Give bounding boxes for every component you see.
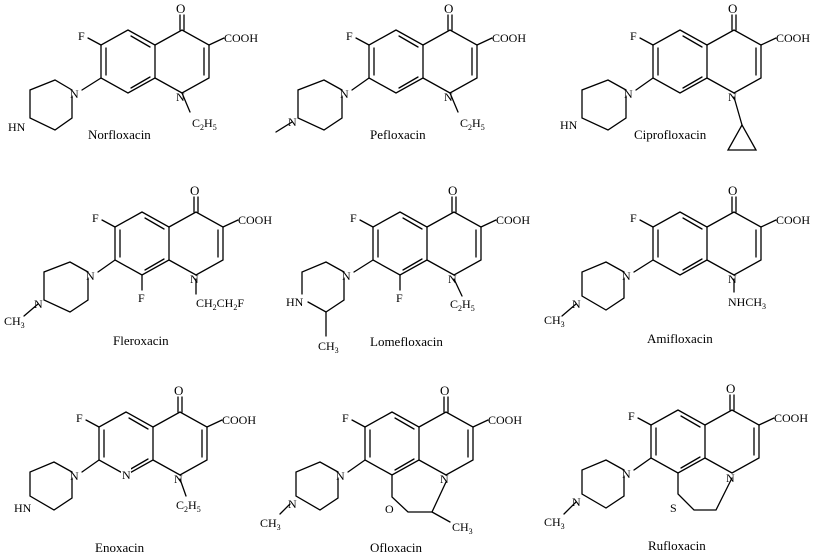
atom-n-pip: N	[622, 269, 631, 283]
pefloxacin-structure: O COOH F N N N C2H5	[275, 1, 526, 133]
atom-o: O	[176, 1, 185, 16]
atom-f: F	[630, 211, 637, 225]
atom-n-methyl: N	[572, 297, 581, 311]
rufloxacin-structure: O COOH F N S N N CH3	[544, 381, 808, 531]
atom-n-ring: N	[174, 472, 183, 486]
compound-name: Norfloxacin	[88, 127, 151, 142]
compound-name: Rufloxacin	[648, 538, 706, 553]
atom-o: O	[726, 381, 735, 396]
atom-n-aza: N	[122, 468, 131, 482]
compound-ciprofloxacin: O COOH F N N HN Ciprofloxacin	[544, 0, 816, 186]
compound-pefloxacin: O COOH F N N N C2H5 Pefloxacin	[272, 0, 544, 186]
lomefloxacin-structure: O COOH F F N N HN CH3 C2H5	[286, 183, 530, 355]
atom-methyl: CH3	[544, 515, 565, 531]
atom-hn: HN	[8, 120, 26, 134]
atom-ethyl: C2H5	[176, 498, 201, 514]
compound-name: Ciprofloxacin	[634, 127, 707, 142]
atom-hn: HN	[286, 295, 304, 309]
atom-cooh: COOH	[496, 213, 530, 227]
atom-n-ring: N	[728, 272, 737, 286]
compound-enoxacin: O COOH F N N N HN C2H5 Enoxacin	[0, 372, 272, 558]
atom-fluoroethyl: CH2CH2F	[196, 296, 244, 312]
atom-n-methyl: N	[288, 497, 297, 511]
atom-methyl-n: CH3	[260, 516, 281, 532]
atom-s: S	[670, 501, 677, 515]
atom-ethyl: C2H5	[192, 116, 217, 132]
atom-o: O	[190, 183, 199, 198]
atom-n-ring: N	[190, 272, 199, 286]
compound-rufloxacin: O COOH F N S N N CH3 Rufloxacin	[544, 372, 816, 558]
atom-n-pip: N	[336, 469, 345, 483]
atom-hn: HN	[560, 118, 578, 132]
compound-name: Fleroxacin	[113, 333, 169, 348]
ciprofloxacin-structure: O COOH F N N HN	[560, 1, 810, 151]
atom-cooh: COOH	[238, 213, 272, 227]
atom-n-ring: N	[440, 472, 449, 486]
atom-n-methyl: N	[572, 495, 581, 509]
atom-n-pip: N	[70, 469, 79, 483]
atom-cooh: COOH	[224, 31, 258, 45]
atom-n-ring: N	[726, 471, 735, 485]
atom-f-8: F	[138, 291, 145, 305]
atom-o-ether: O	[385, 502, 394, 516]
atom-f: F	[78, 29, 85, 43]
atom-n-methyl: N	[288, 115, 297, 129]
fleroxacin-structure: O COOH F F N N N CH3 CH2CH2F	[4, 183, 272, 330]
atom-n-ring: N	[176, 90, 185, 104]
atom-cooh: COOH	[774, 411, 808, 425]
atom-methyl: CH3	[544, 313, 565, 329]
ofloxacin-structure: O COOH F N O N N CH3 CH3	[260, 383, 522, 536]
compound-amifloxacin: O COOH F N N N CH3 NHCH3 Amifloxacin	[544, 183, 816, 372]
atom-cooh: COOH	[488, 413, 522, 427]
atom-methyl: CH3	[4, 314, 25, 330]
atom-n-pip: N	[342, 269, 351, 283]
atom-n-pip: N	[70, 87, 79, 101]
atom-f: F	[76, 411, 83, 425]
compound-norfloxacin: O COOH F N N HN C2H5 Norfloxacin	[0, 0, 272, 186]
compound-lomefloxacin: O COOH F F N N HN CH3 C2H5 Lomefloxacin	[272, 183, 544, 372]
atom-n-ring: N	[728, 90, 737, 104]
amifloxacin-structure: O COOH F N N N CH3 NHCH3	[544, 183, 810, 329]
atom-o: O	[444, 1, 453, 16]
atom-cooh: COOH	[492, 31, 526, 45]
compound-fleroxacin: O COOH F F N N N CH3 CH2CH2F Fleroxacin	[0, 183, 272, 372]
compound-name: Enoxacin	[95, 540, 145, 555]
atom-ethyl: C2H5	[460, 116, 485, 132]
atom-n-pip: N	[340, 87, 349, 101]
atom-cooh: COOH	[776, 213, 810, 227]
atom-n-ring: N	[444, 90, 453, 104]
atom-methyl-ring: CH3	[452, 520, 473, 536]
atom-f: F	[628, 409, 635, 423]
atom-n-methyl: N	[34, 297, 43, 311]
compound-name: Lomefloxacin	[370, 334, 443, 349]
atom-f: F	[346, 29, 353, 43]
atom-o: O	[728, 183, 737, 198]
atom-nhch3: NHCH3	[728, 295, 766, 311]
atom-o: O	[440, 383, 449, 398]
atom-ethyl: C2H5	[450, 297, 475, 313]
atom-f: F	[342, 411, 349, 425]
compound-name: Pefloxacin	[370, 127, 426, 142]
atom-o: O	[728, 1, 737, 16]
atom-cooh: COOH	[776, 31, 810, 45]
norfloxacin-structure: O COOH F N N HN C2H5	[8, 1, 258, 134]
compound-name: Ofloxacin	[370, 540, 422, 555]
atom-n-pip: N	[624, 87, 633, 101]
atom-n-pip: N	[622, 467, 631, 481]
atom-n-ring: N	[448, 272, 457, 286]
atom-f-8: F	[396, 291, 403, 305]
atom-f: F	[92, 211, 99, 225]
atom-o: O	[174, 383, 183, 398]
atom-f: F	[350, 211, 357, 225]
compound-name: Amifloxacin	[647, 331, 713, 346]
atom-cooh: COOH	[222, 413, 256, 427]
atom-hn: HN	[14, 501, 32, 515]
compound-ofloxacin: O COOH F N O N N CH3 CH3 Ofloxacin	[260, 372, 544, 558]
atom-methyl: CH3	[318, 339, 339, 355]
atom-f: F	[630, 29, 637, 43]
atom-n-pip: N	[86, 269, 95, 283]
enoxacin-structure: O COOH F N N N HN C2H5	[14, 383, 256, 515]
atom-o: O	[448, 183, 457, 198]
